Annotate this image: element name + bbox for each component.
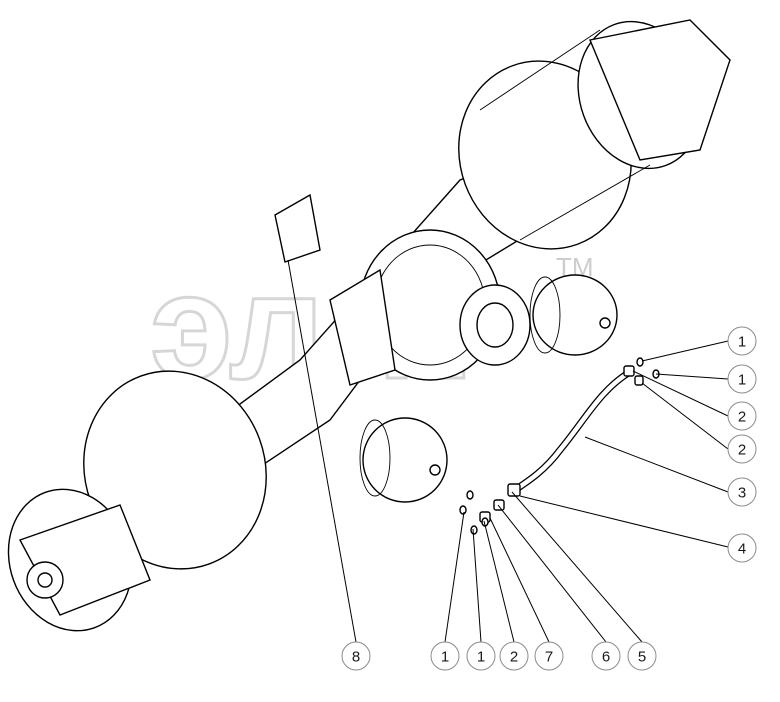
svg-text:8: 8 [352, 649, 360, 666]
upper-fittings [623, 357, 660, 386]
svg-text:1: 1 [738, 372, 746, 389]
svg-text:7: 7 [545, 649, 553, 666]
right-wheel-hub [458, 19, 731, 250]
svg-text:1: 1 [441, 649, 449, 666]
callout-8: 8 [341, 641, 371, 671]
callout-6: 6 [591, 641, 621, 671]
callout-4: 4 [727, 533, 757, 563]
differential-housing [329, 229, 531, 386]
callout-7: 7 [534, 641, 564, 671]
leader-lines [287, 259, 729, 643]
callout-1-top: 1 [727, 326, 757, 356]
svg-text:4: 4 [738, 541, 746, 558]
lower-fittings [459, 483, 521, 535]
callout-3: 3 [727, 477, 757, 507]
left-wheel-hub [7, 370, 267, 632]
svg-text:2: 2 [738, 409, 746, 426]
brake-chamber-upper [529, 274, 618, 356]
svg-text:5: 5 [638, 649, 646, 666]
callout-1-bottom-a: 1 [430, 641, 460, 671]
svg-text:2: 2 [510, 649, 518, 666]
callout-2-bottom: 2 [499, 641, 529, 671]
callout-1-bottom-b: 1 [466, 641, 496, 671]
svg-text:6: 6 [602, 649, 610, 666]
callout-2-top: 2 [727, 401, 757, 431]
callouts: 1 1 2 2 3 4 8 1 [341, 326, 757, 671]
brake-hose-assembly [459, 357, 660, 535]
axle-flange [274, 193, 321, 263]
svg-text:1: 1 [738, 334, 746, 351]
callout-1-second: 1 [727, 364, 757, 394]
svg-text:1: 1 [477, 649, 485, 666]
axle-assembly [7, 19, 731, 632]
brake-chamber-lower [359, 417, 448, 503]
svg-text:2: 2 [738, 442, 746, 459]
callout-2-second: 2 [727, 434, 757, 464]
svg-text:3: 3 [738, 485, 746, 502]
callout-5: 5 [627, 641, 657, 671]
